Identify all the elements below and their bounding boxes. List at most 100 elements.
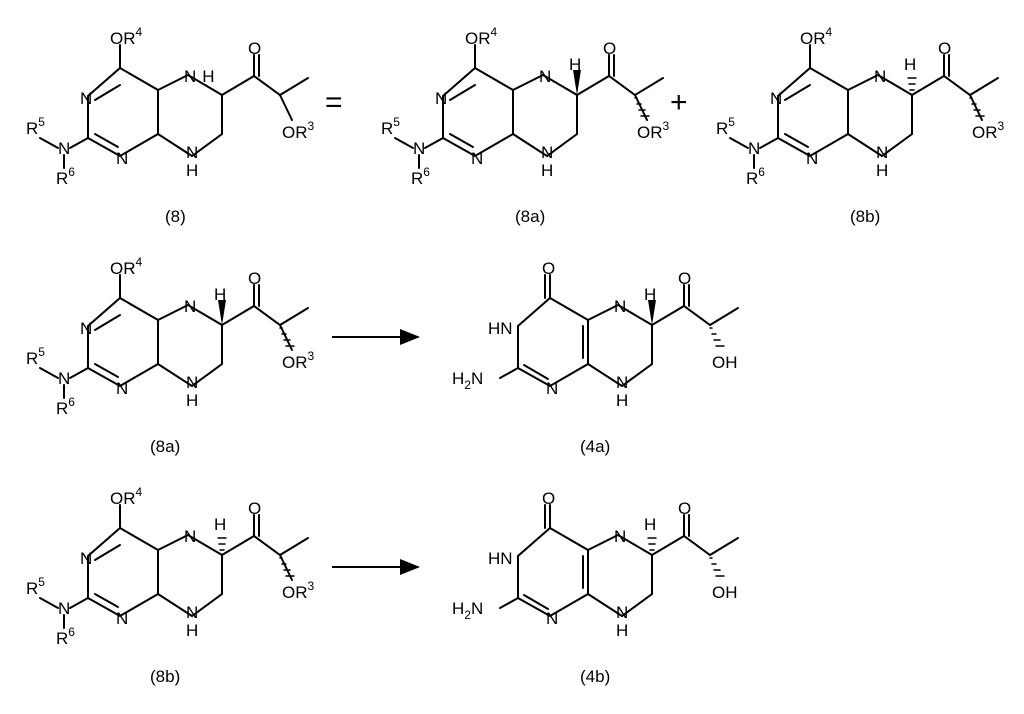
stereo-hash-or3 bbox=[969, 97, 985, 117]
atom-r5: R5 bbox=[26, 345, 45, 368]
atom-n5: N bbox=[539, 67, 551, 86]
stereo-hash-oh bbox=[709, 327, 725, 347]
atom-n8: N bbox=[541, 143, 553, 162]
compound-4b: O HN N N H N H H2N O OH (4b) bbox=[452, 489, 739, 686]
atom-hn3: HN bbox=[488, 319, 513, 338]
stereo-wedge-h bbox=[648, 300, 656, 325]
atom-r6: R6 bbox=[746, 165, 765, 188]
atom-n8: N bbox=[186, 143, 198, 162]
atom-h8: H bbox=[186, 161, 198, 180]
atom-n5: N bbox=[874, 67, 886, 86]
atom-n5: N bbox=[614, 527, 626, 546]
atom-o-keto: O bbox=[938, 39, 951, 58]
atom-n-amine: N bbox=[748, 139, 760, 158]
atom-h-stereo: H bbox=[569, 55, 581, 74]
atom-or3: OR3 bbox=[282, 579, 315, 602]
stereo-hash-or3 bbox=[279, 557, 295, 577]
compound-label-8: (8) bbox=[165, 207, 186, 226]
atom-h8: H bbox=[186, 621, 198, 640]
atom-n3: N bbox=[116, 609, 128, 628]
stereo-hash-or3 bbox=[279, 327, 295, 347]
atom-h-stereo: H bbox=[214, 515, 226, 534]
atom-h2n: H2N bbox=[452, 599, 483, 622]
atom-n3: N bbox=[471, 149, 483, 168]
atom-n8: N bbox=[876, 143, 888, 162]
atom-n1: N bbox=[80, 319, 92, 338]
atom-n1: N bbox=[80, 89, 92, 108]
atom-or3: OR3 bbox=[282, 119, 315, 142]
atom-o-keto: O bbox=[248, 39, 261, 58]
compound-label-8b: (8b) bbox=[150, 667, 180, 686]
atom-n-amine: N bbox=[58, 369, 70, 388]
atom-n3: N bbox=[806, 149, 818, 168]
atom-n-amine: N bbox=[413, 139, 425, 158]
atom-r5: R5 bbox=[26, 575, 45, 598]
atom-n-amine: N bbox=[58, 139, 70, 158]
atom-or4: OR4 bbox=[110, 485, 143, 508]
atom-hn3: HN bbox=[488, 549, 513, 568]
atom-o-keto: O bbox=[678, 499, 691, 518]
stereo-hash-h bbox=[647, 537, 657, 551]
compound-label-8b: (8b) bbox=[850, 207, 880, 226]
compound-label-8a: (8a) bbox=[515, 207, 545, 226]
compound-4a: O HN N N H N H H2N O OH (4a) bbox=[452, 259, 739, 456]
atom-o-keto: O bbox=[248, 499, 261, 518]
atom-or3: OR3 bbox=[282, 349, 315, 372]
atom-n3: N bbox=[116, 379, 128, 398]
stereo-wedge-h bbox=[218, 300, 226, 325]
atom-n-amine: N bbox=[58, 599, 70, 618]
compound-8a: OR4 N N N H N H R5 N R6 O OR3 (8a) bbox=[381, 25, 670, 226]
compound-label-4a: (4a) bbox=[580, 437, 610, 456]
atom-n8: N bbox=[186, 603, 198, 622]
atom-o-keto: O bbox=[603, 39, 616, 58]
atom-or4: OR4 bbox=[465, 25, 498, 48]
compound-label-8a: (8a) bbox=[150, 437, 180, 456]
atom-or4: OR4 bbox=[110, 255, 143, 278]
atom-h8: H bbox=[541, 161, 553, 180]
stereo-hash-h bbox=[907, 77, 917, 91]
atom-or3: OR3 bbox=[637, 119, 670, 142]
atom-o4: O bbox=[542, 489, 555, 508]
atom-h8: H bbox=[616, 621, 628, 640]
atom-n1: N bbox=[435, 89, 447, 108]
compound-8a-row2: OR4 N N N H N H R5 N R6 O OR3 (8a) bbox=[26, 255, 315, 456]
stereo-hash-h bbox=[217, 537, 227, 551]
atom-r6: R6 bbox=[56, 395, 75, 418]
atom-h8: H bbox=[876, 161, 888, 180]
atom-o4: O bbox=[542, 259, 555, 278]
atom-n5: N bbox=[184, 297, 196, 316]
atom-n1: N bbox=[546, 609, 558, 628]
atom-or4: OR4 bbox=[800, 25, 833, 48]
atom-r5: R5 bbox=[26, 115, 45, 138]
atom-o-keto: O bbox=[248, 269, 261, 288]
atom-n8: N bbox=[186, 373, 198, 392]
stereo-hash-oh bbox=[709, 557, 725, 577]
atom-h8: H bbox=[616, 391, 628, 410]
stereo-hash-or3 bbox=[634, 97, 650, 117]
atom-n3: N bbox=[116, 149, 128, 168]
atom-h-stereo: H bbox=[904, 55, 916, 74]
atom-h2n: H2N bbox=[452, 369, 483, 392]
compound-label-4b: (4b) bbox=[580, 667, 610, 686]
atom-r6: R6 bbox=[56, 165, 75, 188]
atom-r6: R6 bbox=[411, 165, 430, 188]
atom-r6: R6 bbox=[56, 625, 75, 648]
atom-h-stereo: H bbox=[644, 515, 656, 534]
atom-h-stereo: H bbox=[644, 285, 656, 304]
equals-sign: = bbox=[325, 86, 343, 119]
atom-n8: N bbox=[616, 603, 628, 622]
atom-n5: N bbox=[614, 297, 626, 316]
atom-r5: R5 bbox=[716, 115, 735, 138]
atom-or3: OR3 bbox=[972, 119, 1005, 142]
atom-n8: N bbox=[616, 373, 628, 392]
atom-n1: N bbox=[546, 379, 558, 398]
atom-o-keto: O bbox=[678, 269, 691, 288]
atom-n1: N bbox=[770, 89, 782, 108]
stereo-wedge-h bbox=[573, 70, 581, 95]
atom-r5: R5 bbox=[381, 115, 400, 138]
atom-n5: N bbox=[184, 527, 196, 546]
compound-8b: OR4 N N N H N H R5 N R6 O OR3 (8b) bbox=[716, 25, 1005, 226]
